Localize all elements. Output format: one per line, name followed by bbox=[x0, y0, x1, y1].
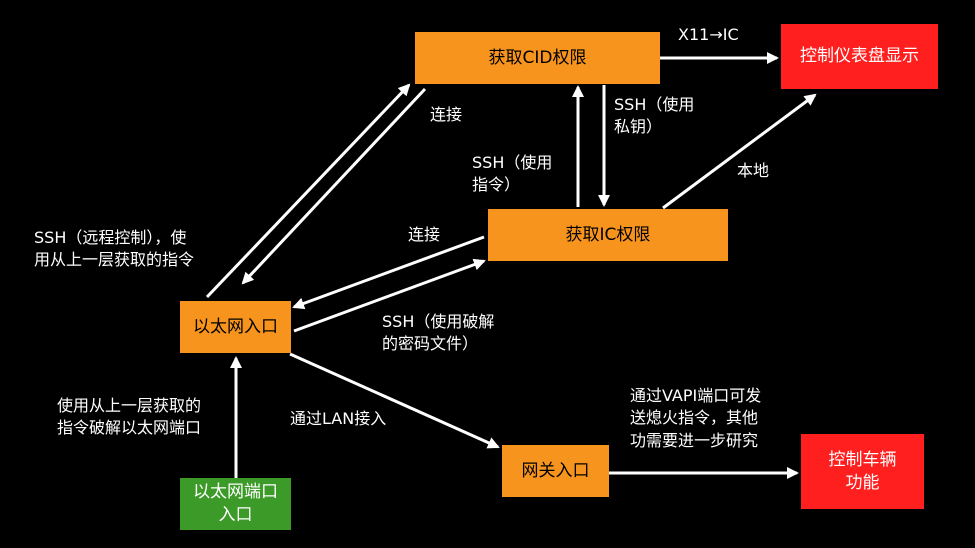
node-vehicle-control: 控制车辆 功能 bbox=[801, 434, 924, 509]
label-ssh-private-key: SSH（使用 私钥） bbox=[614, 95, 695, 137]
label-connect-top: 连接 bbox=[430, 105, 463, 124]
node-cid-permission: 获取CID权限 bbox=[415, 32, 660, 84]
label-ssh-command: SSH（使用 指令） bbox=[472, 153, 553, 195]
arrow-ethernet-to-ic bbox=[293, 258, 486, 333]
arrow-ethernet-to-cid bbox=[205, 83, 411, 299]
label-x11-ic: X11→IC bbox=[678, 25, 739, 44]
label-ssh-remote: SSH（远程控制），使 用从上一层获取的指令 bbox=[34, 228, 195, 270]
label-crack-port: 使用从上一层获取的 指令破解以太网端口 bbox=[57, 396, 202, 438]
node-gateway-entry: 网关入口 bbox=[502, 445, 609, 497]
label-local: 本地 bbox=[737, 161, 770, 180]
arrow-ethernet-to-gateway bbox=[289, 352, 500, 449]
label-vapi: 通过VAPI端口可发 送熄火指令，其他 功需要进一步研究 bbox=[630, 386, 762, 450]
arrow-ic-to-dashboard bbox=[662, 93, 817, 210]
arrow-ic-to-ethernet bbox=[292, 235, 485, 310]
label-connect-mid: 连接 bbox=[408, 225, 441, 244]
label-ssh-crack: SSH（使用破解 的密码文件） bbox=[382, 312, 495, 354]
node-ethernet-entry: 以太网入口 bbox=[180, 301, 291, 353]
node-ethernet-port-entry: 以太网端口 入口 bbox=[180, 478, 291, 530]
arrow-cid-to-ethernet bbox=[241, 87, 427, 285]
node-ic-permission: 获取IC权限 bbox=[488, 209, 728, 261]
label-via-lan: 通过LAN接入 bbox=[290, 409, 387, 428]
node-dashboard-control: 控制仪表盘显示 bbox=[781, 24, 938, 89]
